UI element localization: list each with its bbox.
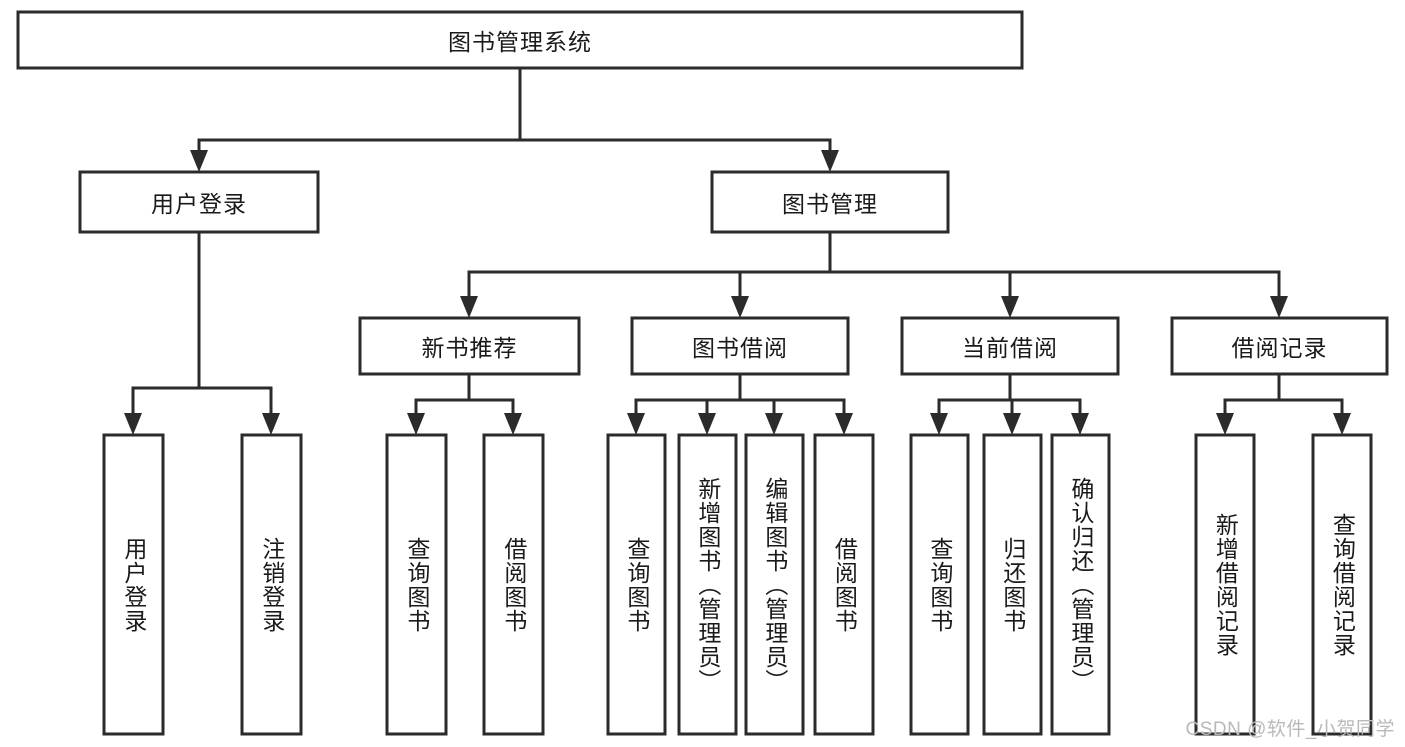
arrow-head-current-borrow-to-leaves-1 (1003, 413, 1021, 435)
arrow-head-book-borrow-to-leaves-2 (765, 413, 783, 435)
arrow-head-root-to-level2-1 (821, 150, 839, 172)
node-box-leaf-user-login[interactable] (102, 433, 165, 736)
node-box-leaf-query-book-recommend[interactable] (385, 433, 448, 736)
node-box-leaf-confirm-return[interactable] (1050, 433, 1111, 736)
arrow-head-user-login-to-leaves-1 (262, 413, 280, 435)
watermark: CSDN @软件_小贺同学 (1185, 719, 1395, 740)
arrow-head-book-borrow-to-leaves-3 (835, 413, 853, 435)
node-box-book-borrow[interactable] (630, 316, 850, 376)
arrow-head-book-management-to-level3-1 (731, 296, 749, 318)
node-box-book-management[interactable] (710, 170, 950, 234)
arrow-head-book-management-to-level3-0 (460, 296, 478, 318)
node-box-user-login[interactable] (78, 170, 320, 234)
arrow-head-book-management-to-level3-3 (1270, 296, 1288, 318)
node-box-leaf-add-book[interactable] (677, 433, 738, 736)
node-box-leaf-query-book-current[interactable] (909, 433, 970, 736)
arrow-head-new-book-recommend-to-leaves-0 (407, 413, 425, 435)
arrow-head-current-borrow-to-leaves-0 (930, 413, 948, 435)
node-box-leaf-logout[interactable] (240, 433, 303, 736)
arrow-head-new-book-recommend-to-leaves-1 (504, 413, 522, 435)
node-box-root[interactable] (16, 10, 1024, 70)
arrow-head-borrow-record-to-leaves-1 (1333, 413, 1351, 435)
arrow-head-book-borrow-to-leaves-1 (698, 413, 716, 435)
node-box-leaf-add-borrow-record[interactable] (1194, 433, 1256, 736)
node-box-leaf-borrow-book-recommend[interactable] (482, 433, 545, 736)
arrow-head-root-to-level2-0 (190, 150, 208, 172)
arrow-head-current-borrow-to-leaves-2 (1071, 413, 1089, 435)
node-box-leaf-query-book-borrow[interactable] (606, 433, 667, 736)
arrow-head-borrow-record-to-leaves-0 (1216, 413, 1234, 435)
node-box-current-borrow[interactable] (900, 316, 1120, 376)
arrow-head-book-management-to-level3-2 (1001, 296, 1019, 318)
node-box-new-book-recommend[interactable] (358, 316, 581, 376)
node-box-borrow-record[interactable] (1170, 316, 1389, 376)
node-box-leaf-return-book[interactable] (982, 433, 1043, 736)
boxes-layer (16, 10, 1389, 736)
connectors-layer (124, 66, 1351, 435)
node-box-leaf-borrow-book[interactable] (813, 433, 875, 736)
arrow-head-book-borrow-to-leaves-0 (627, 413, 645, 435)
node-box-leaf-edit-book[interactable] (744, 433, 805, 736)
arrow-head-user-login-to-leaves-0 (124, 413, 142, 435)
node-box-leaf-query-borrow-record[interactable] (1311, 433, 1373, 736)
